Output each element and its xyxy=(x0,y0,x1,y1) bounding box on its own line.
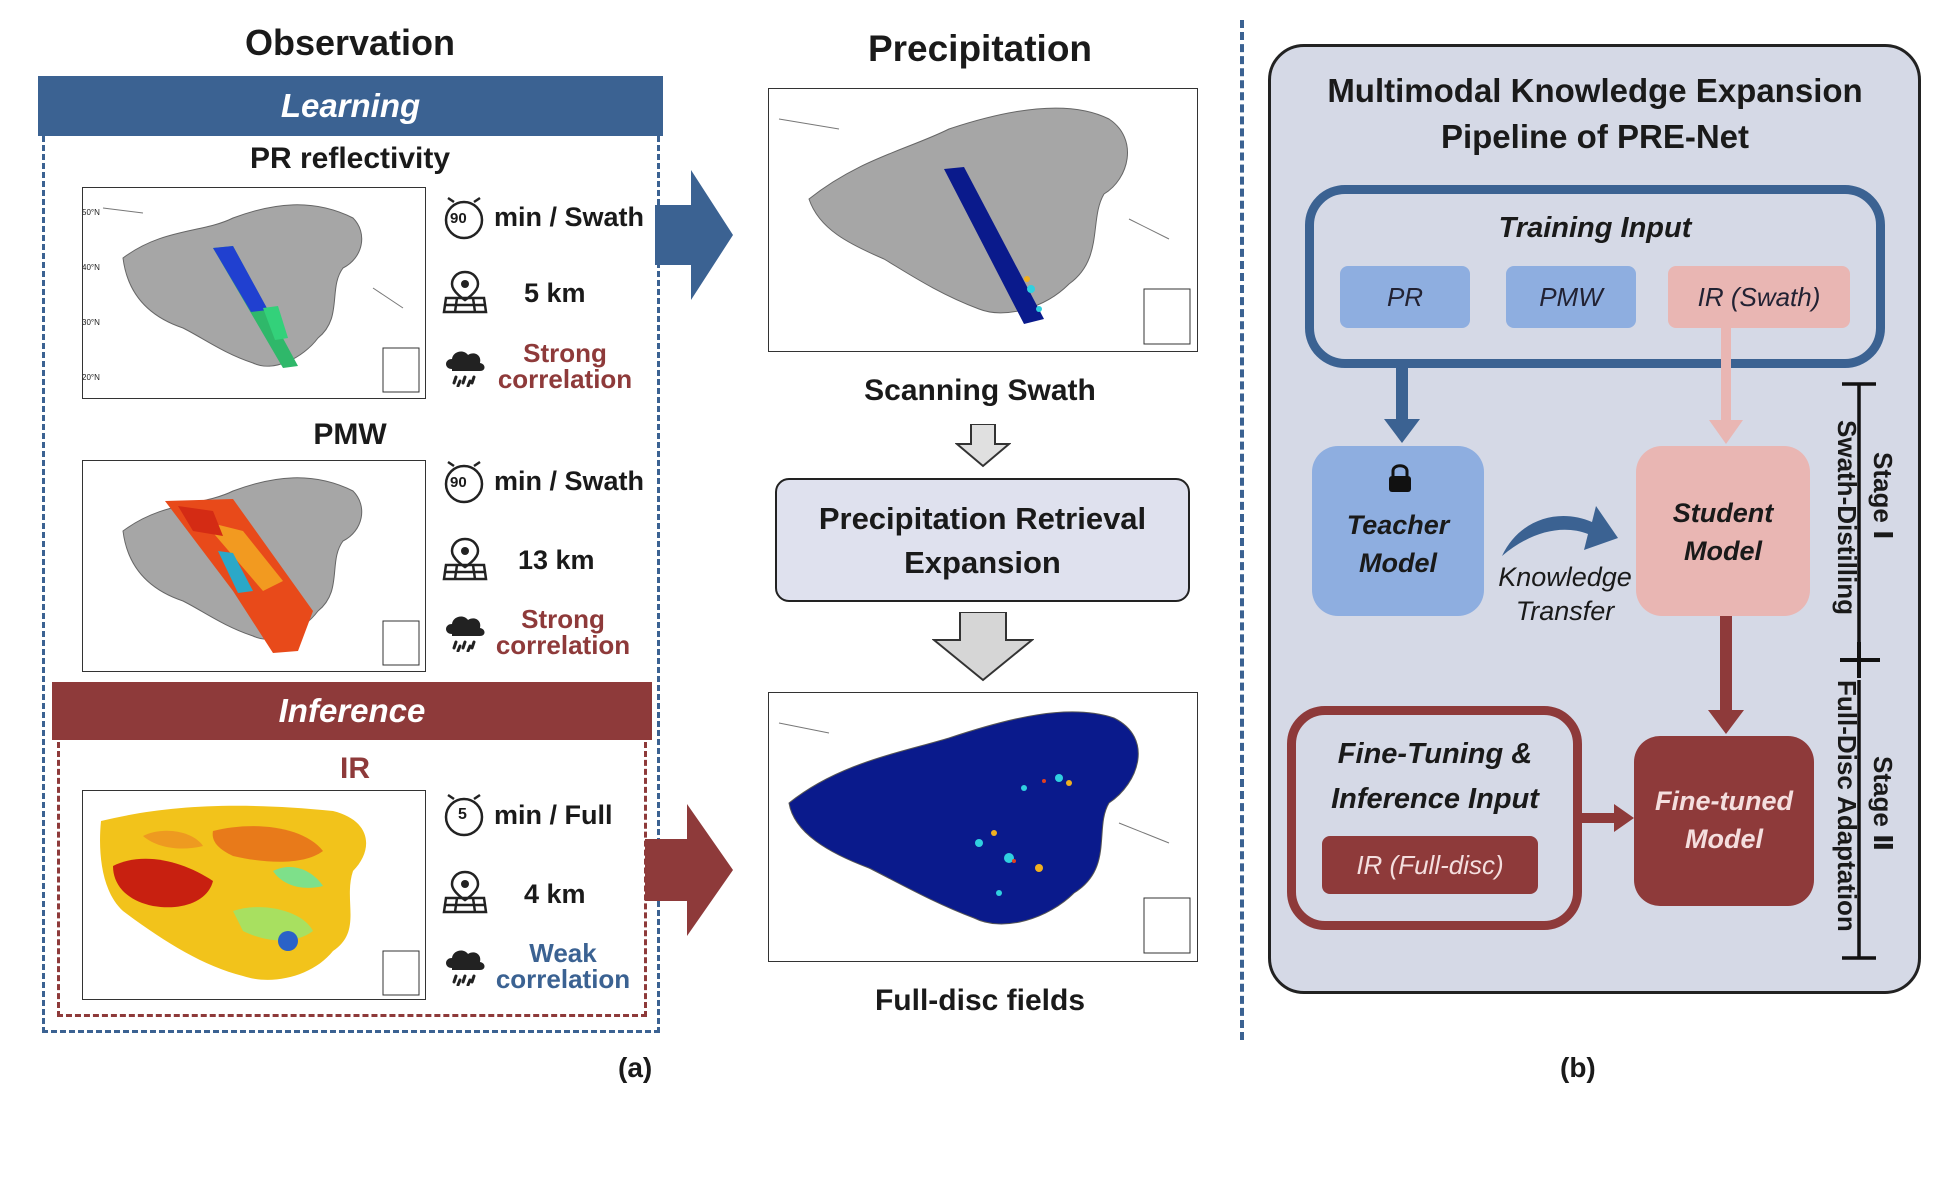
inference-arrow xyxy=(645,804,735,941)
pr-time: min / Swath xyxy=(494,202,645,232)
pmw-chip: PMW xyxy=(1506,266,1636,328)
pmw-title: PMW xyxy=(313,418,387,451)
expansion-line: Expansion xyxy=(904,545,1061,580)
ir-correlation: Weak correlation xyxy=(488,940,638,992)
teacher-model: Teacher Model xyxy=(1312,446,1484,616)
panel-label-b: (b) xyxy=(1560,1052,1596,1083)
inference-band: Inference xyxy=(52,682,652,740)
transfer-line: Transfer xyxy=(1515,596,1615,626)
pmw-resolution: 13 km xyxy=(518,545,595,575)
rain-cloud-icon xyxy=(442,946,488,991)
lat-tick: 20°N xyxy=(82,373,100,382)
arrow-to-teacher xyxy=(1382,367,1422,450)
correlation-word: Strong xyxy=(523,338,607,368)
scanning-swath-caption: Scanning Swath xyxy=(864,374,1096,407)
swath-precip-map xyxy=(768,88,1198,352)
full-disc-caption: Full-disc fields xyxy=(874,984,1086,1017)
stage-2-name: Stage Ⅱ xyxy=(1868,756,1898,852)
down-arrow-large xyxy=(931,611,1035,687)
timer-value: 90 xyxy=(450,210,467,227)
rain-cloud-icon xyxy=(442,612,488,657)
pr-chip: PR xyxy=(1340,266,1470,328)
teacher-model-line: Model xyxy=(1359,548,1437,578)
timer-icon: 90 xyxy=(440,196,488,245)
full-disc-precip-map xyxy=(768,692,1198,962)
finetune-line: Fine-Tuning & xyxy=(1337,738,1533,770)
ir-time: min / Full xyxy=(494,800,613,830)
pipeline-title-line: Pipeline of PRE-Net xyxy=(1440,118,1750,155)
finetuned-line: Fine-tuned xyxy=(1655,786,1793,816)
map-pin-grid-icon xyxy=(442,268,488,319)
fine-tuning-input-box xyxy=(1287,706,1582,930)
pipeline-title: Multimodal Knowledge Expansion Pipeline … xyxy=(1290,68,1900,160)
stage-bracket xyxy=(1836,380,1890,985)
precipitation-title: Precipitation xyxy=(867,28,1093,69)
correlation-word: correlation xyxy=(495,964,631,994)
training-input-label: Training Input xyxy=(1498,212,1692,244)
lock-icon xyxy=(1386,462,1414,499)
ir-title: IR xyxy=(340,752,370,785)
teacher-model-line: Teacher xyxy=(1346,510,1450,540)
timer-icon: 5 xyxy=(440,793,488,842)
observation-title: Observation xyxy=(244,22,456,63)
fine-tuned-model: Fine-tuned Model xyxy=(1634,736,1814,906)
lat-tick: 40°N xyxy=(82,263,100,272)
lat-tick: 30°N xyxy=(82,318,100,327)
pmw-time: min / Swath xyxy=(494,466,645,496)
knowledge-transfer-arrow xyxy=(1500,498,1620,565)
student-model-line: Model xyxy=(1684,536,1762,566)
knowledge-transfer-label: Knowledge Transfer xyxy=(1480,560,1650,628)
pr-reflectivity-map: 50°N 40°N 30°N 20°N xyxy=(82,187,426,399)
panel-label-a: (a) xyxy=(618,1052,653,1083)
student-model-line: Student xyxy=(1672,498,1774,528)
timer-icon: 90 xyxy=(440,460,488,509)
learning-dashed-frame xyxy=(42,136,660,1033)
student-model: Student Model xyxy=(1636,446,1810,616)
precipitation-retrieval-expansion-box: Precipitation Retrieval Expansion xyxy=(775,478,1190,602)
stage-1-name: Stage Ⅰ xyxy=(1868,452,1898,540)
ir-resolution: 4 km xyxy=(524,879,586,909)
finetuned-line: Model xyxy=(1685,824,1763,854)
map-pin-grid-icon xyxy=(442,535,488,586)
fine-tuning-label: Fine-Tuning & Inference Input xyxy=(1290,732,1580,822)
pmw-map xyxy=(82,460,426,672)
pr-correlation: Strong correlation xyxy=(490,340,640,392)
stage-2-desc: Full-Disc Adaptation xyxy=(1832,680,1862,932)
training-input-box xyxy=(1305,185,1885,368)
arrow-to-student xyxy=(1706,328,1746,451)
expansion-line: Precipitation Retrieval xyxy=(818,501,1147,536)
pr-resolution: 5 km xyxy=(524,278,586,308)
correlation-word: Strong xyxy=(521,604,605,634)
finetune-line: Inference Input xyxy=(1331,783,1539,815)
down-arrow-small xyxy=(954,423,1012,473)
learning-band: Learning xyxy=(38,76,663,136)
ir-map xyxy=(82,790,426,1000)
correlation-word: correlation xyxy=(497,364,633,394)
learning-arrow xyxy=(655,170,735,305)
stage-1-desc: Swath-Distilling xyxy=(1832,420,1862,615)
pr-title: PR reflectivity xyxy=(249,142,451,175)
ir-full-disc-chip: IR (Full-disc) xyxy=(1322,836,1538,894)
arrow-to-finetuned xyxy=(1706,616,1746,741)
correlation-word: Weak xyxy=(529,938,597,968)
timer-value: 90 xyxy=(450,474,467,491)
pmw-correlation: Strong correlation xyxy=(488,606,638,658)
transfer-line: Knowledge xyxy=(1498,562,1632,592)
section-divider xyxy=(1240,20,1244,1040)
correlation-word: correlation xyxy=(495,630,631,660)
lat-tick: 50°N xyxy=(82,208,100,217)
pipeline-title-line: Multimodal Knowledge Expansion xyxy=(1327,72,1863,109)
arrow-to-finetuned-model xyxy=(1580,802,1636,839)
ir-swath-chip: IR (Swath) xyxy=(1668,266,1850,328)
timer-value: 5 xyxy=(458,806,467,823)
map-pin-grid-icon xyxy=(442,868,488,919)
rain-cloud-icon xyxy=(442,347,488,392)
